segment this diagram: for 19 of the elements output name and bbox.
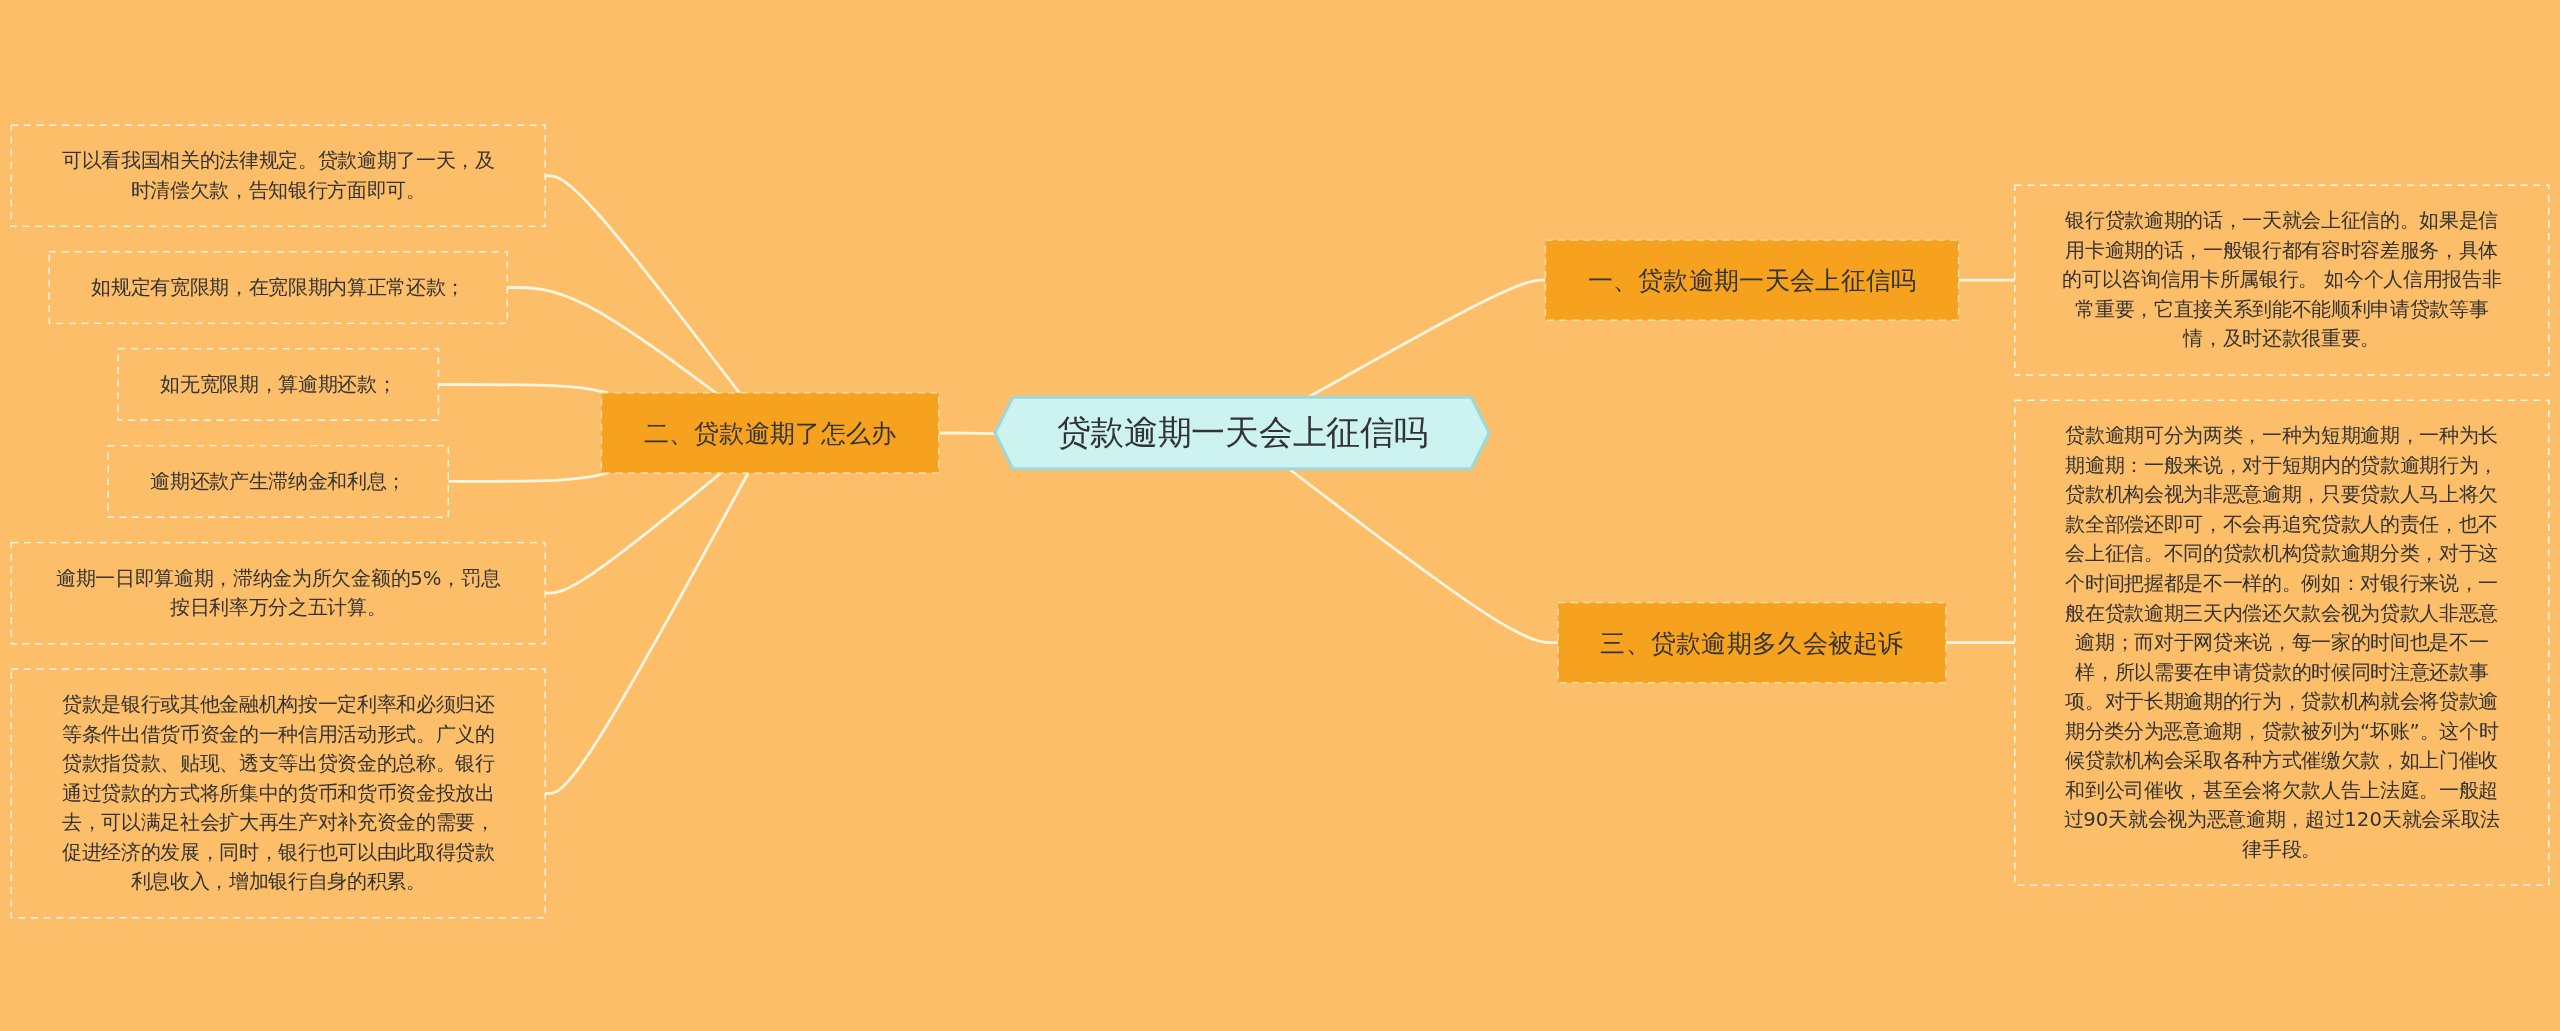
- node-box: 贷款是银行或其他金融机构按一定利率和必须归还等条件出借货币资金的一种信用活动形式。广义的贷款指贷款、贴现、透支等出贷资金的总称。银行通过贷款的方式将所集中的货币和货币资金投放出去，可以满足社会扩大再生产对补充资金的需要，促进经济的发展，同时，银行也可以由此取得贷款利息收入，增加银行自身的积累。: [10, 668, 546, 919]
- node-box: 二、贷款逾期了怎么办: [600, 392, 940, 474]
- connector: [1288, 468, 1559, 645]
- connector: [1958, 278, 2015, 282]
- connector: [545, 174, 741, 394]
- node-box: 逾期还款产生滞纳金和利息；: [107, 444, 449, 518]
- node-box: 银行贷款逾期的话，一天就会上征信的。如果是信用卡逾期的话，一般银行都有容时容差服务，具体的可以咨询信用卡所属银行。 如今个人信用报告非常重要，它直接关系到能不能顺利申请贷款等事情，及时还款很重要。: [2014, 184, 2550, 376]
- node-box: 可以看我国相关的法律规定。贷款逾期了一天，及时清偿欠款，告知银行方面即可。: [10, 124, 546, 228]
- connector: [448, 471, 608, 483]
- node-box: 一、贷款逾期一天会上征信吗: [1544, 239, 1960, 321]
- node-box: 逾期一日即算逾期，滞纳金为所欠金额的5%，罚息按日利率万分之五计算。: [10, 541, 546, 645]
- node-box: 如规定有宽限期，在宽限期内算正常还款；: [48, 251, 508, 325]
- node-box: 三、贷款逾期多久会被起诉: [1557, 601, 1947, 684]
- connector: [1945, 641, 2015, 645]
- connector: [438, 383, 608, 395]
- connector: [545, 472, 750, 795]
- connector: [938, 431, 996, 436]
- node-box: 如无宽限期，算逾期还款；: [117, 347, 440, 422]
- node-box: 贷款逾期可分为两类，一种为短期逾期，一种为长期逾期：一般来说，对于短期内的贷款逾期行为，贷款机构会视为非恶意逾期，只要贷款人马上将欠款全部偿还即可，不会再追究贷款人的责任，也不会上征信。不同的贷款机构贷款逾期分类，对于这个时间把握都是不一样的。例如：对银行来说，一般在贷款逾期三天内偿还欠款会视为贷款人非恶意逾期；而对于网贷来说，每一家的时间也是不一样，所以需要在申请贷款的时候同时注意还款事项。对于长期逾期的行为，贷款机构就会将贷款逾期分类分为恶意逾期，贷款被列为“坏账”。这个时候贷款机构会采取各种方式催缴欠款，如上门催收和到公司催收，甚至会将欠款人告上法庭。一般超过90天就会视为恶意逾期，超过120天就会采取法律手段。: [2014, 399, 2550, 886]
